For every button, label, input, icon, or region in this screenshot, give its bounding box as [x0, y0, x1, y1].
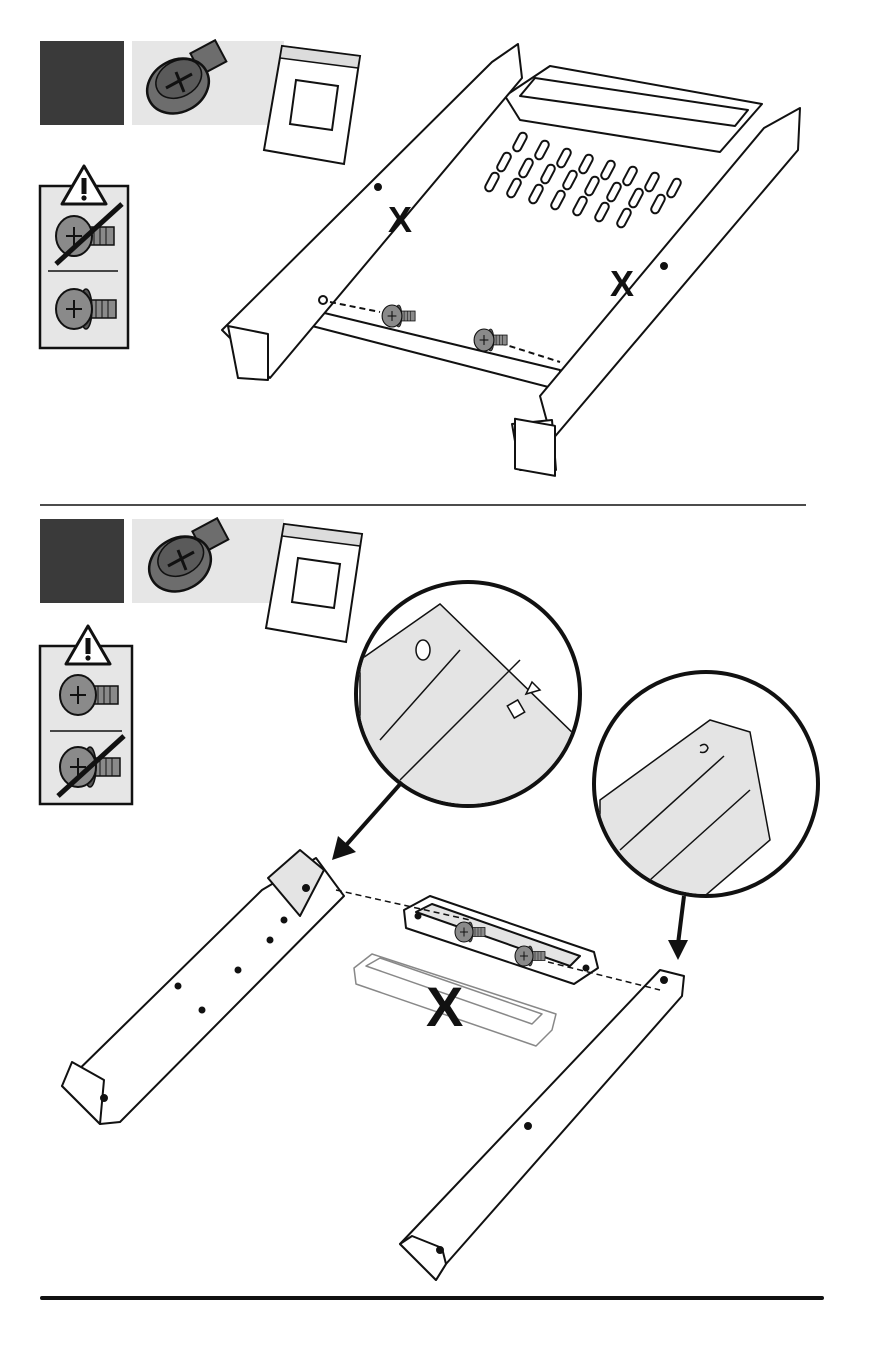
step-1-hardware-bag-icon: [264, 46, 360, 164]
step-2-section: X: [40, 518, 818, 1280]
step-2-x-mark: X: [426, 975, 463, 1038]
step-1-section: X X: [40, 40, 800, 476]
step-1-screw-right: [474, 329, 507, 351]
magnifier-callout-right: [594, 672, 818, 960]
step-2-bracket: [404, 896, 598, 984]
step-1-x-mark-right: X: [610, 263, 634, 304]
magnifier-callout-left: [332, 582, 580, 860]
step-1-caution-box: [40, 166, 128, 348]
step-2-left-rail: [62, 850, 344, 1124]
step-1-x-mark-left: X: [388, 199, 412, 240]
step-2-number-badge: [40, 519, 124, 603]
step-2-caution-box: [40, 626, 132, 804]
step-1-number-badge: [40, 41, 124, 125]
step-2-hardware-bag-icon: [266, 524, 362, 642]
step-1-screw-left: [382, 305, 415, 327]
